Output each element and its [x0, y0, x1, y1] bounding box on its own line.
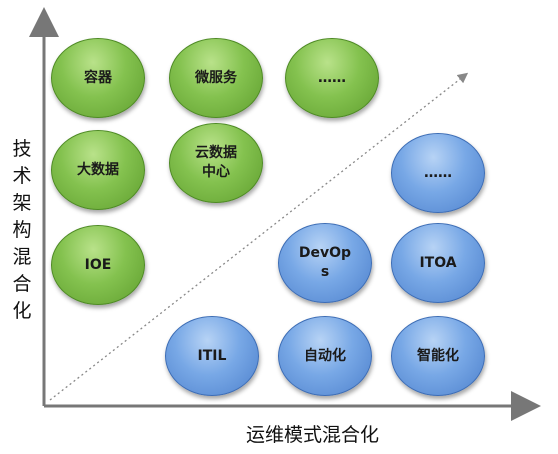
node-bigdata: 大数据 — [51, 130, 145, 210]
node-ioe: IOE — [51, 225, 145, 305]
node-devops: DevOp s — [278, 223, 372, 303]
y-axis-label: 技术架构混合化 — [12, 138, 32, 322]
node-automation: 自动化 — [278, 316, 372, 396]
x-axis-label: 运维模式混合化 — [246, 424, 380, 446]
node-blue-more: …… — [391, 133, 485, 213]
node-cloud-datacenter: 云数据 中心 — [169, 123, 263, 203]
node-green-more: …… — [285, 38, 379, 118]
node-intelligence: 智能化 — [391, 316, 485, 396]
node-itil: ITIL — [165, 316, 259, 396]
node-microservice: 微服务 — [169, 38, 263, 118]
node-itoa: ITOA — [391, 223, 485, 303]
node-container: 容器 — [51, 38, 145, 118]
